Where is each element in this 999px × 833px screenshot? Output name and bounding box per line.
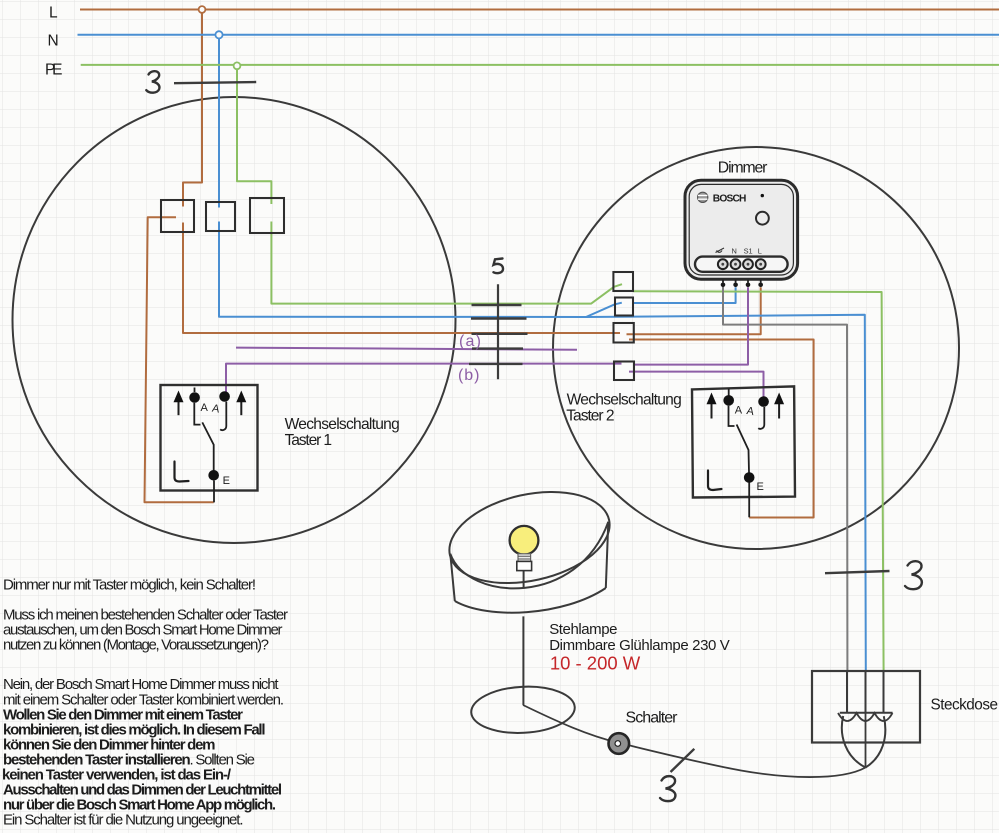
svg-text:(a): (a) [459,333,481,350]
svg-text:Taster 1: Taster 1 [285,432,333,449]
svg-text:Wechselschaltung: Wechselschaltung [285,416,400,433]
svg-text:nur über die Bosch Smart Home: nur über die Bosch Smart Home App möglic… [3,797,276,814]
svg-text:Schalter: Schalter [626,710,679,727]
svg-text:Taster 2: Taster 2 [566,408,614,425]
svg-text:N: N [732,247,737,256]
svg-text:Muss ich meinen bestehenden Sc: Muss ich meinen bestehenden Schalter ode… [3,607,288,624]
svg-text:nutzen zu können (Montage, Vor: nutzen zu können (Montage, Voraussetzung… [3,637,269,654]
svg-text:E: E [223,475,230,487]
svg-text:austauschen, um den Bosch Smar: austauschen, um den Bosch Smart Home Dim… [3,622,283,639]
svg-text:A: A [211,402,221,415]
svg-text:kombinieren, ist dies möglich.: kombinieren, ist dies möglich. In diesem… [3,721,266,738]
svg-text:L: L [758,247,762,256]
svg-text:A: A [735,405,743,417]
svg-text:Dimmbare Glühlampe 230 V: Dimmbare Glühlampe 230 V [549,637,730,654]
svg-text:A: A [746,405,756,418]
svg-text:PE: PE [45,62,63,79]
svg-text:Steckdose: Steckdose [931,696,999,713]
svg-text:(b): (b) [458,367,480,384]
svg-text:S1: S1 [744,247,753,256]
svg-text:Ausschalten und das Dimmen der: Ausschalten und das Dimmen der Leuchtmit… [3,782,282,799]
svg-text:10 - 200 W: 10 - 200 W [550,652,641,673]
svg-text:E: E [757,481,764,493]
svg-text:N: N [48,32,59,49]
svg-text:Wechselschaltung: Wechselschaltung [567,392,682,409]
svg-text:Wollen Sie den Dimmer mit eine: Wollen Sie den Dimmer mit einem Taster [3,706,243,723]
svg-text:Dimmer nur mit Taster möglich,: Dimmer nur mit Taster möglich, kein Scha… [3,577,256,594]
svg-text:BOSCH: BOSCH [713,193,747,204]
svg-text:A: A [201,402,209,414]
svg-text:Ein Schalter ist für die Nutzu: Ein Schalter ist für die Nutzung ungeeig… [3,812,244,829]
svg-text:L: L [49,4,58,21]
svg-text:Nein, der Bosch Smart Home Dim: Nein, der Bosch Smart Home Dimmer muss n… [3,676,279,693]
svg-text:bestehenden Taster installiere: bestehenden Taster installieren. Sollten… [3,751,255,768]
svg-text:Stehlampe: Stehlampe [549,621,617,638]
svg-text:Dimmer: Dimmer [718,160,768,177]
svg-text:mit einem Schalter oder Taster: mit einem Schalter oder Taster kombinier… [3,691,284,708]
svg-text:können Sie den Dimmer hinter d: können Sie den Dimmer hinter dem [3,736,216,753]
svg-text:keinen Taster verwenden, ist d: keinen Taster verwenden, ist das Ein-/ [2,767,232,784]
